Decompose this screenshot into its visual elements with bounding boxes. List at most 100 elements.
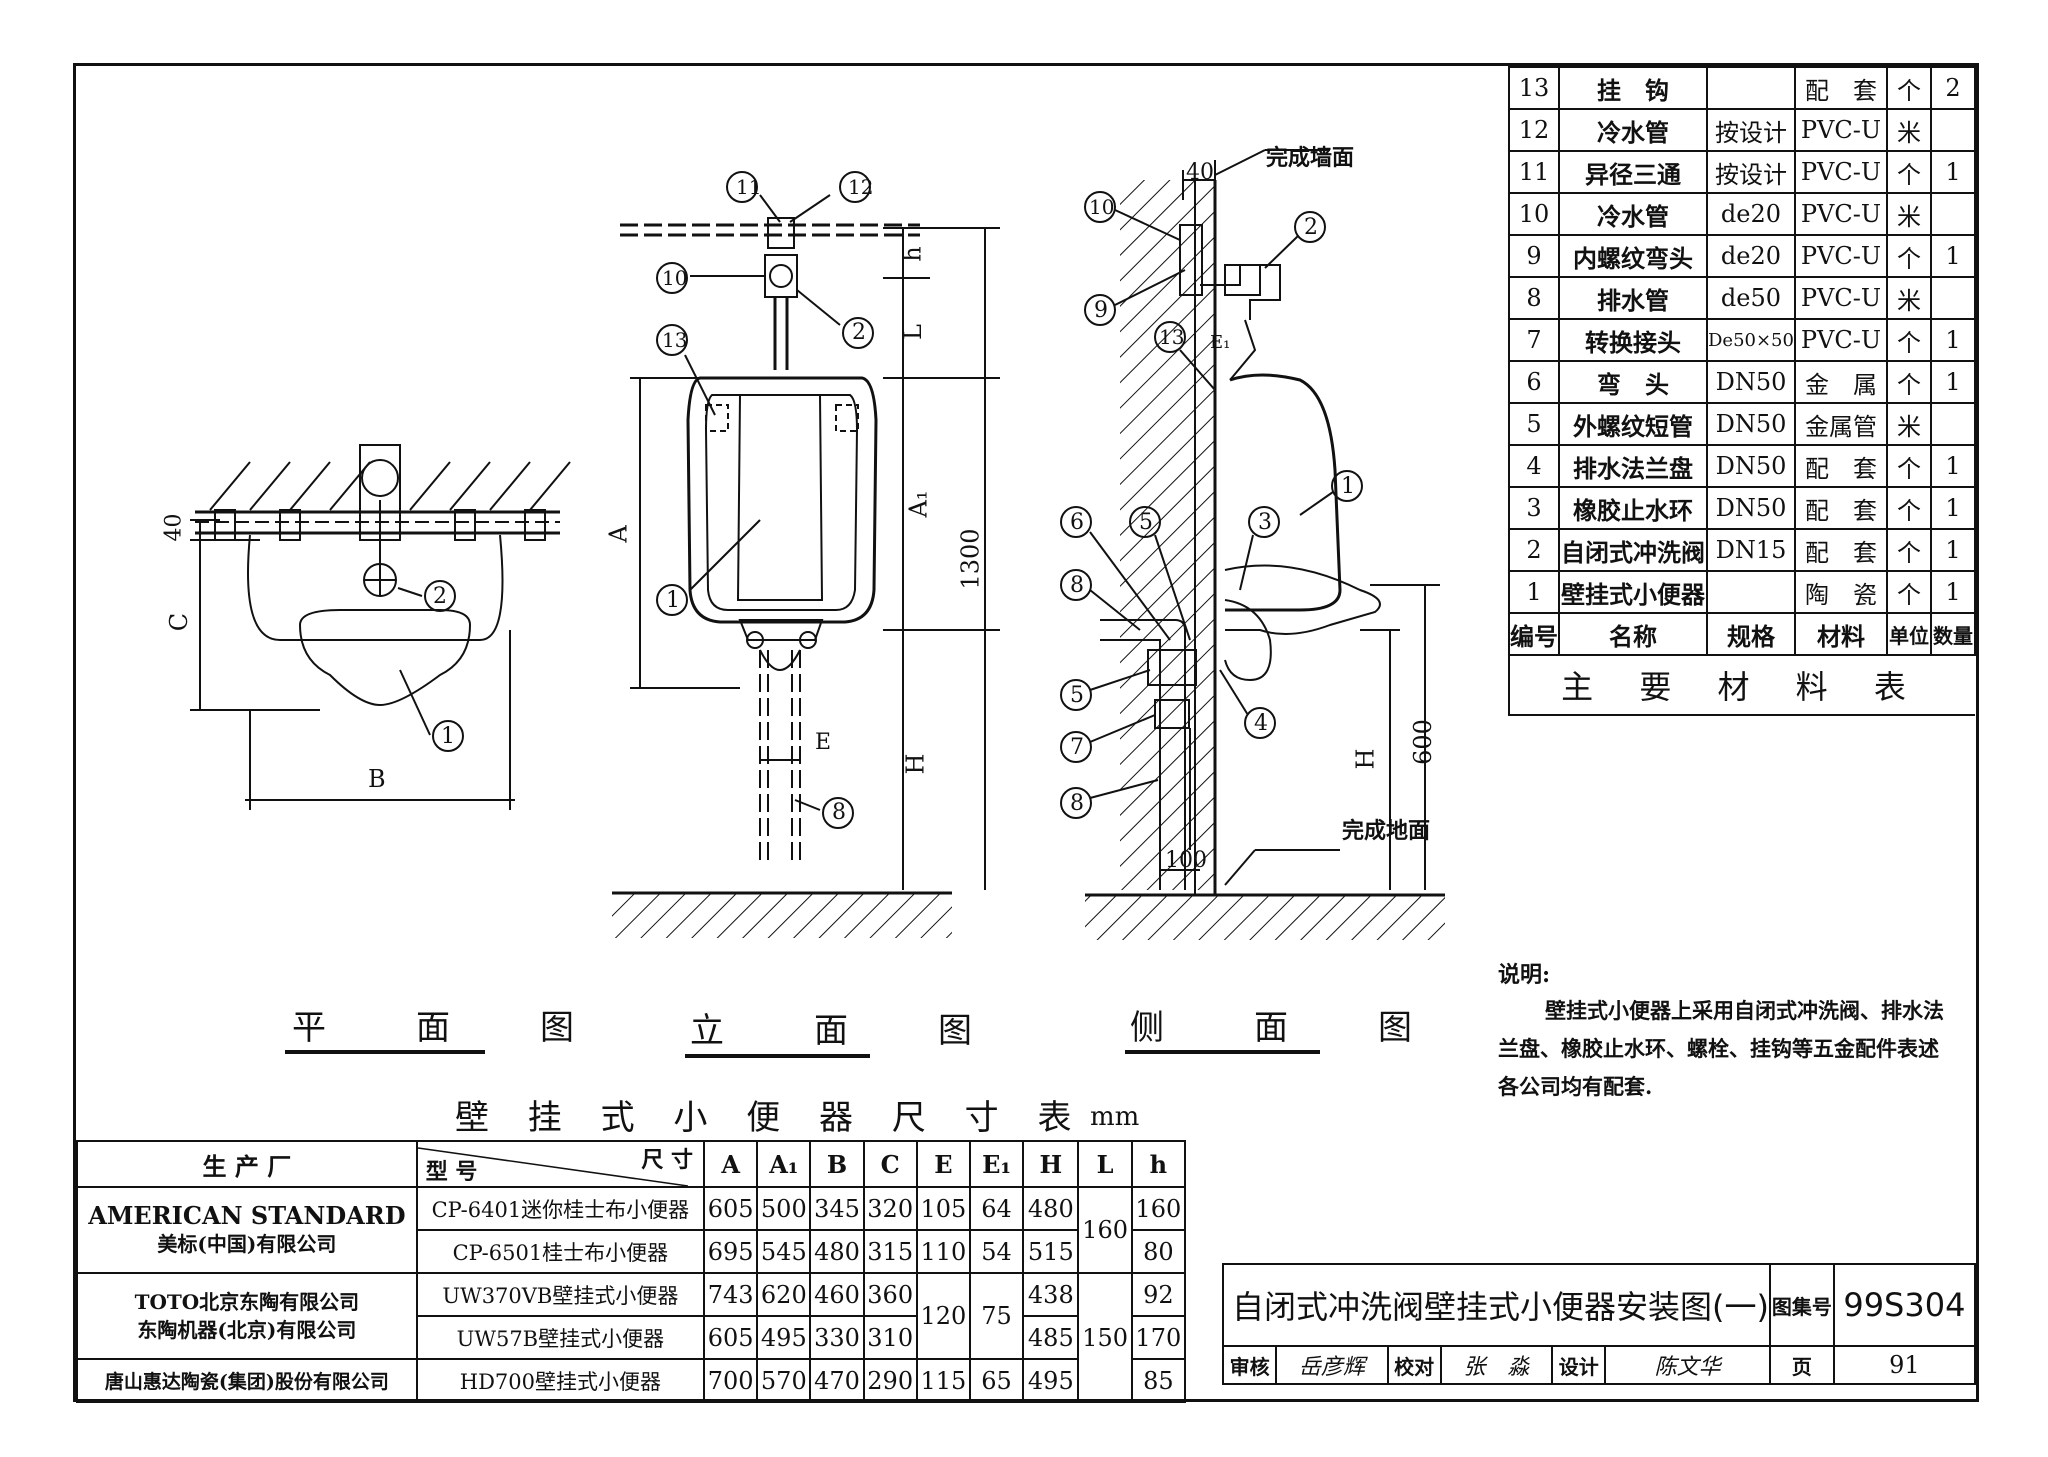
notes-line1: 壁挂式小便器上采用自闭式冲洗阀、排水法 <box>1545 998 1944 1023</box>
material-cell-qty <box>1929 108 1977 152</box>
dim-100: 100 <box>1165 848 1207 873</box>
maker-american-standard: AMERICAN STANDARD 美标(中国)有限公司 <box>76 1186 418 1274</box>
material-cell-qty: 2 <box>1929 66 1977 110</box>
elev-callout-1: 1 <box>666 588 680 613</box>
side-callout-5b: 5 <box>1070 683 1084 708</box>
material-cell-no: 10 <box>1508 192 1560 236</box>
material-cell-no: 3 <box>1508 486 1560 530</box>
side-callout-3: 3 <box>1258 510 1272 535</box>
dim-h: H <box>901 753 930 775</box>
table-row: AMERICAN STANDARD 美标(中国)有限公司 CP-6401迷你桂士… <box>76 1186 1187 1274</box>
dim-a: A <box>604 525 633 543</box>
atlas-label: 图集号 <box>1768 1263 1835 1347</box>
maker-line1: AMERICAN STANDARD <box>88 1201 406 1230</box>
elev-callout-8: 8 <box>832 800 846 825</box>
material-cell-unit: 个 <box>1886 66 1932 110</box>
side-view-title: 侧 面 图 <box>1130 1008 1440 1048</box>
cell-b: 330 <box>809 1315 865 1360</box>
elev-callout-13: 13 <box>662 328 688 352</box>
cell-c: 320 <box>862 1186 918 1231</box>
plan-urinal-outline <box>247 534 504 641</box>
elev-callout-12: 12 <box>848 175 874 199</box>
hdr-col-3: C <box>862 1140 918 1188</box>
material-cell-unit: 米 <box>1886 192 1932 236</box>
material-cell-name: 排水法兰盘 <box>1558 444 1708 488</box>
dim-b: B <box>368 765 386 793</box>
material-cell-spec: DN50 <box>1705 486 1796 530</box>
material-cell-material: PVC-U <box>1793 234 1889 278</box>
material-cell-material: 配 套 <box>1793 486 1889 530</box>
material-cell-material: 金 属 <box>1793 360 1889 404</box>
cell-h-small: 92 <box>1130 1272 1187 1317</box>
cell-b: 345 <box>809 1186 865 1231</box>
material-cell-material: PVC-U <box>1793 192 1889 236</box>
material-cell-spec: de50 <box>1705 276 1796 320</box>
maker-line2: 东陶机器(北京)有限公司 <box>137 1318 357 1342</box>
material-cell-unit: 个 <box>1886 528 1932 572</box>
material-cell-name: 外螺纹短管 <box>1558 402 1708 446</box>
maker-line1: TOTO北京东陶有限公司 <box>134 1290 360 1314</box>
cell-e1: 64 <box>968 1186 1025 1231</box>
side-callout-2: 2 <box>1304 215 1318 240</box>
hdr-col-2: B <box>809 1140 865 1188</box>
hdr-col-0: A <box>703 1140 759 1188</box>
material-cell-qty: 1 <box>1929 234 1977 278</box>
material-cell-name: 异径三通 <box>1558 150 1708 194</box>
hdr-col-4: E <box>915 1140 971 1188</box>
cell-h: 485 <box>1022 1315 1080 1360</box>
dim-600: 600 <box>1408 719 1437 765</box>
material-cell-no: 1 <box>1508 570 1560 614</box>
elevation-view <box>612 171 1000 938</box>
cell-a1: 620 <box>756 1272 812 1317</box>
side-callout-8b: 8 <box>1070 791 1084 816</box>
material-cell-no: 5 <box>1508 402 1560 446</box>
plan-callout-1: 1 <box>441 724 455 749</box>
material-cell-unit: 个 <box>1886 150 1932 194</box>
material-cell-no: 13 <box>1508 66 1560 110</box>
material-cell-qty: 1 <box>1929 318 1977 362</box>
material-cell-material: PVC-U <box>1793 108 1889 152</box>
material-cell-no: 11 <box>1508 150 1560 194</box>
page-number: 91 <box>1832 1345 1977 1385</box>
material-cell-qty <box>1929 192 1977 236</box>
side-callout-4: 4 <box>1254 711 1268 736</box>
dimension-table-unit: mm <box>1090 1102 1140 1132</box>
design-signature: 陈文华 <box>1604 1345 1771 1385</box>
material-cell-spec: de20 <box>1705 234 1796 278</box>
material-cell-no: 8 <box>1508 276 1560 320</box>
material-cell-spec: DN50 <box>1705 444 1796 488</box>
cell-a: 700 <box>703 1358 759 1403</box>
table-row: 唐山惠达陶瓷(集团)股份有限公司 HD700壁挂式小便器 700 570 470… <box>76 1358 1187 1403</box>
table-row: TOTO北京东陶有限公司 东陶机器(北京)有限公司 UW370VB壁挂式小便器 … <box>76 1272 1187 1403</box>
cell-l: 150 <box>1077 1272 1133 1403</box>
table-row: CP-6501桂士布小便器 695 545 480 315 110 54 515… <box>77 1229 1187 1274</box>
review-label: 审核 <box>1221 1345 1278 1385</box>
check-label: 校对 <box>1386 1345 1442 1385</box>
cell-h: 438 <box>1022 1272 1080 1317</box>
material-cell-material: 配 套 <box>1793 66 1889 110</box>
material-cell-no: 12 <box>1508 108 1560 152</box>
side-callout-8a: 8 <box>1070 573 1084 598</box>
dim-e1: E₁ <box>1210 332 1231 353</box>
plan-view-title: 平 面 图 <box>292 1008 602 1048</box>
hdr-qty: 数量 <box>1929 612 1977 656</box>
cell-e: 120 <box>915 1272 971 1360</box>
dim-c: C <box>165 612 194 632</box>
hdr-col-1: A₁ <box>756 1140 812 1188</box>
materials-title: 主 要 材 料 表 <box>1508 654 1975 716</box>
hdr-col-8: h <box>1130 1140 1187 1188</box>
material-cell-name: 转换接头 <box>1558 318 1708 362</box>
dim-h-side: H <box>1351 748 1380 770</box>
side-callout-10: 10 <box>1089 195 1115 219</box>
material-cell-no: 7 <box>1508 318 1560 362</box>
cell-a: 605 <box>703 1315 759 1360</box>
hdr-unit: 单位 <box>1886 612 1932 656</box>
